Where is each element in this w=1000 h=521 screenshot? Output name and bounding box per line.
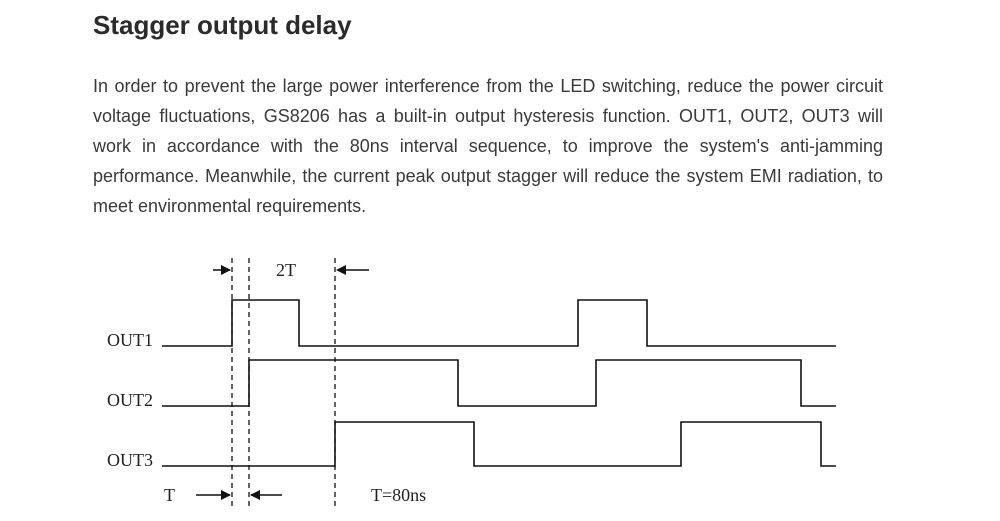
signal-label-out2: OUT2 bbox=[107, 390, 153, 410]
waveform-out2 bbox=[162, 359, 836, 407]
arrow-2t-right-head bbox=[336, 265, 346, 275]
section-body: In order to prevent the large power inte… bbox=[93, 76, 883, 216]
arrow-t-left-head bbox=[221, 490, 231, 500]
interval-label-t: T bbox=[164, 485, 175, 505]
period-note: T=80ns bbox=[371, 485, 426, 505]
interval-label-2t: 2T bbox=[276, 260, 296, 280]
waveform-out3 bbox=[162, 421, 836, 467]
signal-label-out1: OUT1 bbox=[107, 330, 153, 350]
section-title: Stagger output delay bbox=[93, 10, 352, 40]
arrow-2t-left-head bbox=[221, 265, 231, 275]
arrow-t-right-head bbox=[250, 490, 260, 500]
waveform-out1 bbox=[162, 299, 836, 347]
signal-label-out3: OUT3 bbox=[107, 450, 153, 470]
